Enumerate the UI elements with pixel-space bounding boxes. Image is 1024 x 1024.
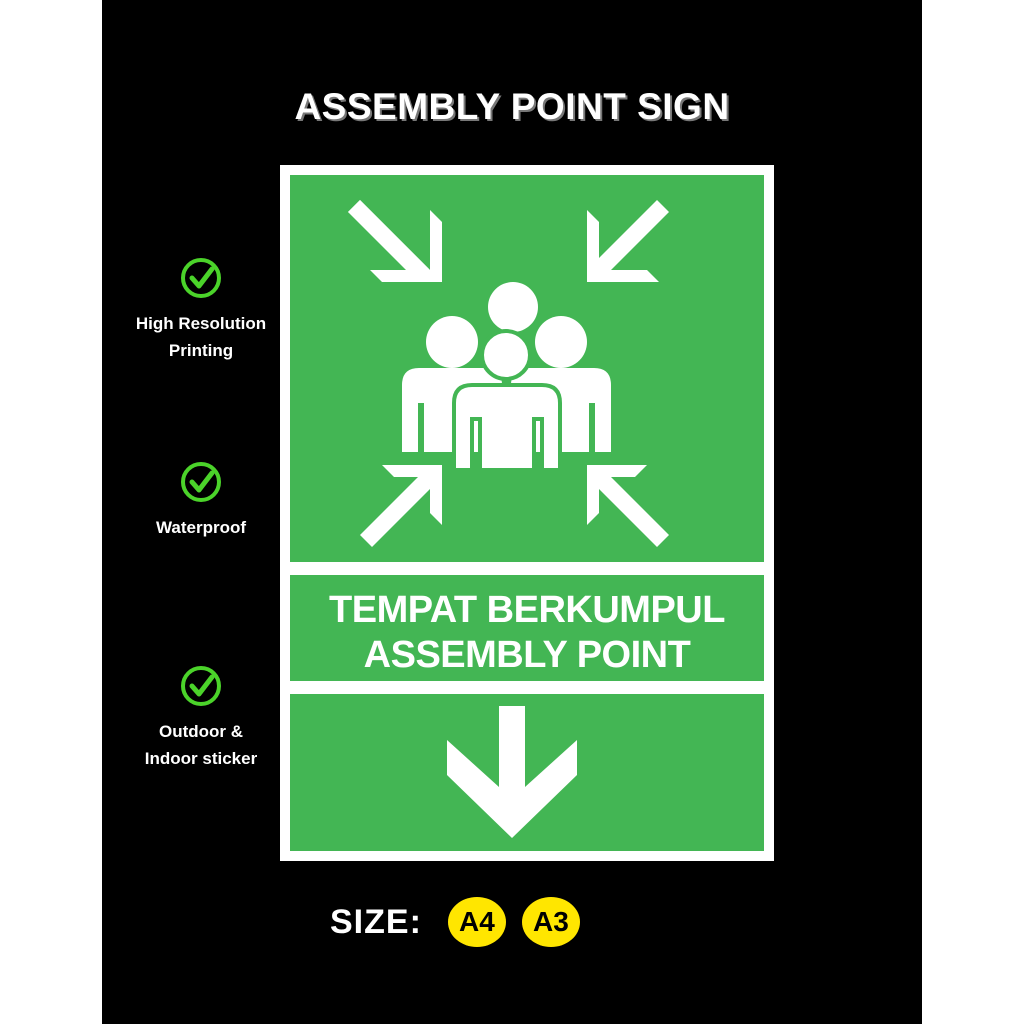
sign-text-panel <box>290 575 764 681</box>
sign-text-line1: TEMPAT BERKUMPUL <box>329 589 725 631</box>
people-group-icon <box>402 282 611 472</box>
arrow-down-right-stem <box>348 200 430 282</box>
arrow-up-left-stem <box>587 465 669 547</box>
size-badge-a4: A4 <box>447 897 506 947</box>
feature-high-resolution: High Resolution Printing <box>120 256 282 364</box>
feature-outdoor-indoor: Outdoor & Indoor sticker <box>120 664 282 772</box>
arrow-down-icon <box>447 706 577 838</box>
feature-label: Waterproof <box>155 518 247 537</box>
assembly-point-sign <box>280 165 774 861</box>
page-title: ASSEMBLY POINT SIGN <box>294 86 730 127</box>
arrow-down-left-stem <box>587 200 669 282</box>
arrow-up-left-icon <box>587 465 647 525</box>
check-circle-icon <box>181 666 221 706</box>
check-circle-icon <box>181 258 221 298</box>
size-label: SIZE: <box>330 902 422 941</box>
feature-label: Outdoor & Indoor sticker <box>144 722 258 768</box>
size-row: SIZE: A4 A3 <box>330 897 596 947</box>
arrow-down-left-icon <box>587 210 659 282</box>
feature-waterproof: Waterproof <box>120 460 282 541</box>
arrow-up-right-stem <box>360 465 442 547</box>
feature-label: High Resolution Printing <box>135 314 267 360</box>
size-badge-a3: A3 <box>521 897 580 947</box>
sign-text-line2: ASSEMBLY POINT <box>363 634 691 676</box>
check-circle-icon <box>181 462 221 502</box>
sign-arrow-panel <box>290 694 764 851</box>
arrow-up-right-icon <box>382 465 442 525</box>
